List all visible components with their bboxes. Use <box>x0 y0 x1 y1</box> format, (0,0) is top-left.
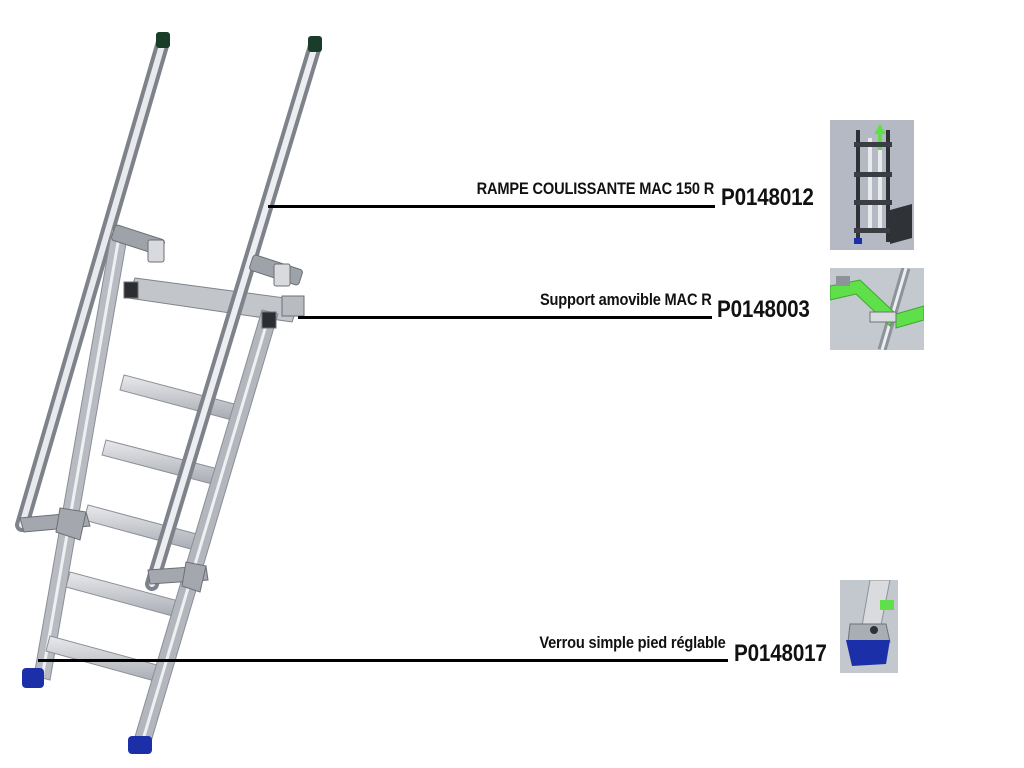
handrail-cap <box>156 32 170 48</box>
ladder-feet <box>22 668 152 754</box>
bracket-thumbnail-icon <box>830 268 924 350</box>
part-code-rampe: P0148012 <box>721 184 814 211</box>
right-handrail <box>145 36 322 591</box>
part-code-support: P0148003 <box>717 296 810 323</box>
upper-brackets <box>111 224 305 329</box>
part-name-rampe: RAMPE COULISSANTE MAC 150 R <box>476 179 715 198</box>
ladder-thumbnail-icon <box>830 120 914 250</box>
foot-icon <box>22 668 44 688</box>
callout-line-verrou <box>38 659 728 662</box>
callout-line-rampe <box>268 205 715 208</box>
part-name-support: Support amovible MAC R <box>540 290 712 309</box>
callout-line-support <box>298 316 712 319</box>
left-handrail <box>15 32 170 532</box>
handrail-cap <box>308 36 322 52</box>
part-code-verrou: P0148017 <box>734 640 827 667</box>
foot-icon <box>128 736 152 754</box>
lower-brackets <box>19 507 209 593</box>
part-name-verrou: Verrou simple pied réglable <box>539 633 726 652</box>
foot-lock-thumbnail-icon <box>840 580 898 673</box>
